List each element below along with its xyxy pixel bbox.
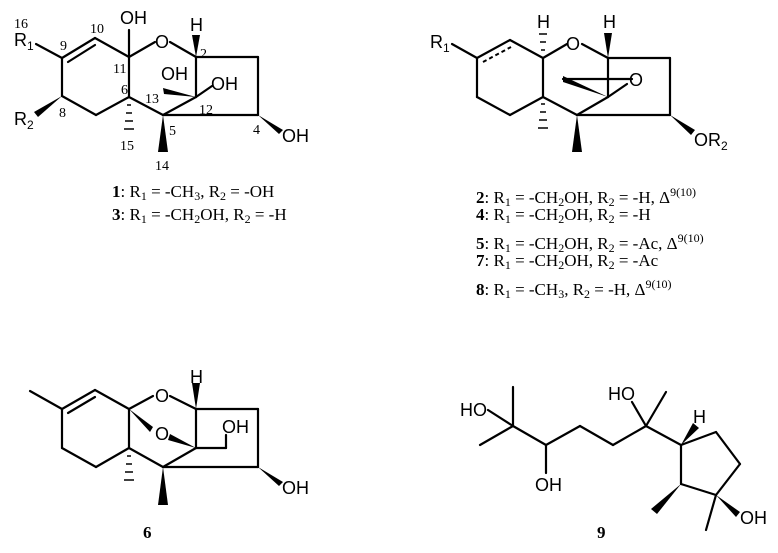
hash-bond — [124, 455, 134, 481]
svg-text:H: H — [537, 12, 550, 32]
dashed-double-bond — [482, 46, 512, 63]
structure-1-numbering: 16 10 9 11 2 13 12 6 8 5 4 15 14 — [14, 17, 260, 174]
wedge-bond — [563, 76, 608, 97]
svg-text:R1: R1 — [14, 30, 34, 53]
wedge-bond — [158, 467, 168, 505]
svg-text:O: O — [566, 34, 580, 54]
svg-text:OH: OH — [211, 74, 238, 94]
svg-text:14: 14 — [155, 159, 169, 174]
structure-6-atoms: H O O OH OH — [155, 367, 309, 498]
svg-text:2: 2 — [200, 47, 207, 62]
wedge-bond — [258, 467, 283, 486]
hash-bond — [538, 33, 548, 129]
caption-compound-4: 4: R1 = -CH2OH, R2 = -H — [476, 205, 651, 226]
svg-text:OR2: OR2 — [694, 130, 728, 153]
svg-text:OH: OH — [120, 8, 147, 28]
svg-text:OH: OH — [282, 126, 309, 146]
wedge-bond — [681, 423, 699, 445]
compound-number: 3 — [112, 205, 121, 224]
wedge-bond — [158, 115, 168, 152]
svg-text:9: 9 — [60, 39, 67, 54]
svg-text:5: 5 — [169, 124, 176, 139]
svg-text:R2: R2 — [14, 109, 34, 132]
svg-text:H: H — [190, 15, 203, 35]
svg-text:16: 16 — [14, 17, 28, 32]
svg-text:13: 13 — [145, 92, 159, 107]
svg-text:H: H — [603, 12, 616, 32]
svg-text:11: 11 — [113, 62, 126, 77]
svg-text:OH: OH — [740, 508, 767, 528]
wedge-bond — [192, 383, 200, 409]
compound-number: 5 — [476, 234, 485, 253]
compound-number: 1 — [112, 182, 121, 201]
svg-text:15: 15 — [120, 139, 134, 154]
compound-label-6: 6 — [143, 523, 152, 542]
svg-text:OH: OH — [161, 64, 188, 84]
delta-superscript: 9(10) — [645, 277, 672, 291]
compound-number: 8 — [476, 280, 485, 299]
caption-compound-1: 1: R1 = -CH3, R2 = -OH — [112, 182, 275, 203]
caption-compound-2: 2: R1 = -CH2OH, R2 = -H, Δ9(10) — [476, 185, 697, 209]
svg-text:6: 6 — [121, 83, 128, 98]
wedge-bond — [670, 115, 695, 135]
wedge-bond — [34, 96, 62, 117]
svg-text:O: O — [155, 32, 169, 52]
wedge-bond — [716, 495, 740, 517]
svg-text:OH: OH — [222, 417, 249, 437]
compound-number: 4 — [476, 205, 485, 224]
delta-superscript: 9(10) — [677, 231, 704, 245]
delta-superscript: 9(10) — [670, 185, 697, 199]
svg-text:O: O — [629, 70, 643, 90]
wedge-bond — [604, 33, 612, 58]
structure-9-bonds — [478, 385, 742, 532]
svg-text:HO: HO — [608, 384, 635, 404]
structure-1-atoms: R1 R2 OH O H OH OH OH — [14, 8, 309, 146]
svg-text:OH: OH — [282, 478, 309, 498]
svg-text:H: H — [190, 367, 203, 387]
svg-text:10: 10 — [90, 22, 104, 37]
compound-label-9: 9 — [597, 523, 606, 542]
svg-text:R1: R1 — [430, 32, 450, 55]
svg-text:HO: HO — [460, 400, 487, 420]
svg-text:12: 12 — [199, 103, 213, 118]
structure-6-bonds — [28, 388, 260, 469]
svg-text:O: O — [155, 386, 169, 406]
svg-text:H: H — [693, 407, 706, 427]
caption-compound-7: 7: R1 = -CH2OH, R2 = -Ac — [476, 251, 659, 272]
structure-2-bonds — [450, 38, 672, 117]
wedge-bond — [258, 115, 283, 134]
caption-compound-3: 3: R1 = -CH2OH, R2 = -H — [112, 205, 287, 226]
svg-text:OH: OH — [535, 475, 562, 495]
structure-9-atoms: HO HO H OH OH — [460, 384, 767, 528]
caption-compound-8: 8: R1 = -CH3, R2 = -H, Δ9(10) — [476, 277, 672, 301]
svg-text:8: 8 — [59, 106, 66, 121]
wedge-bond — [168, 434, 196, 448]
hash-bond — [124, 104, 134, 130]
wedge-bond — [192, 35, 200, 57]
compound-number: 2 — [476, 188, 485, 207]
compound-number: 7 — [476, 251, 485, 270]
wedge-bond — [572, 115, 582, 152]
wedge-bond — [163, 88, 196, 97]
wedge-bond — [129, 409, 153, 432]
caption-compound-5: 5: R1 = -CH2OH, R2 = -Ac, Δ9(10) — [476, 231, 704, 255]
svg-text:4: 4 — [253, 123, 260, 138]
svg-text:O: O — [155, 424, 169, 444]
structure-1-bonds — [34, 28, 260, 117]
wedge-bond — [651, 484, 681, 514]
